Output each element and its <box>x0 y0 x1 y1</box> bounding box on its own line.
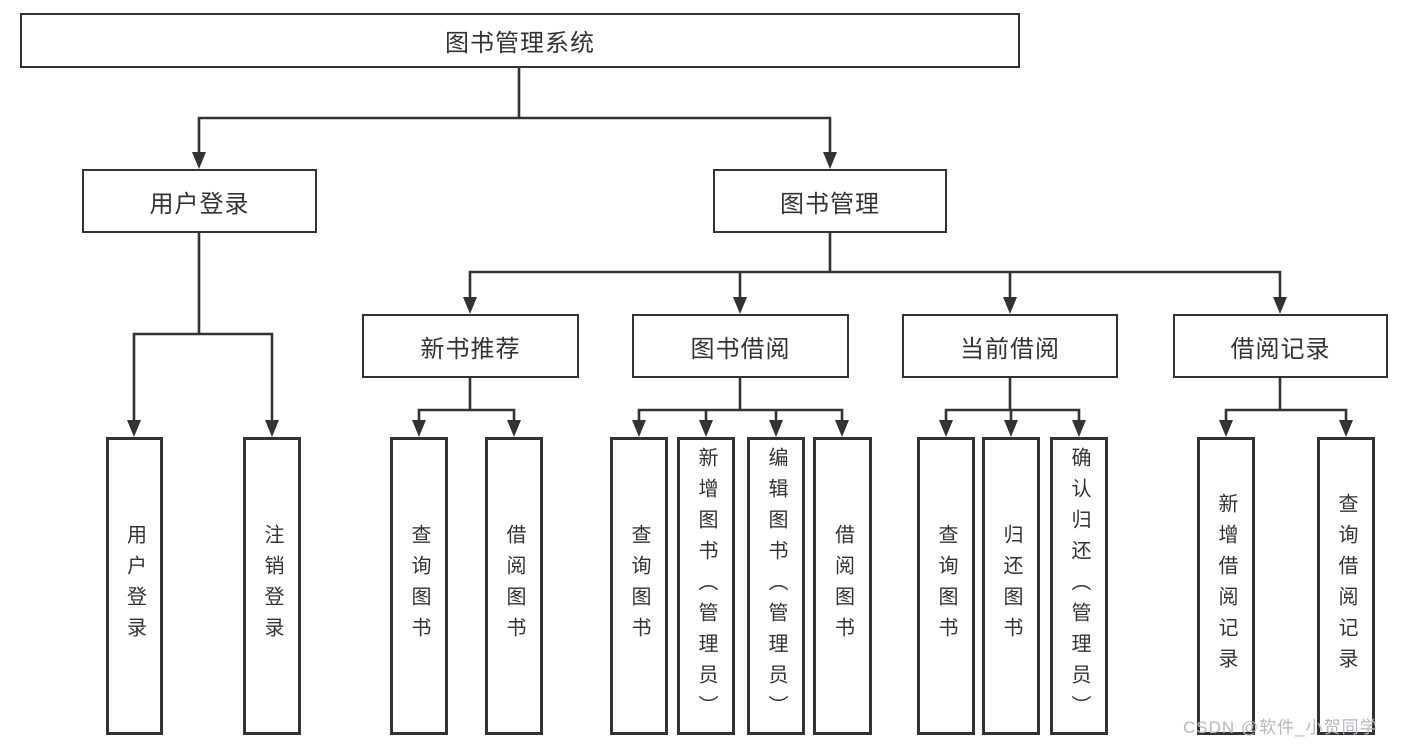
node-library-system: 图书管理系统 <box>20 13 1020 68</box>
leaf-query-books-current-label: 查询图书 <box>935 524 957 648</box>
node-new-book-recommend: 新书推荐 <box>362 314 579 378</box>
leaf-query-books-current: 查询图书 <box>917 437 975 735</box>
leaf-borrow-books-recommend: 借阅图书 <box>485 437 543 735</box>
leaf-query-borrow-record-label: 查询借阅记录 <box>1335 493 1357 679</box>
node-book-borrow: 图书借阅 <box>632 314 849 378</box>
leaf-borrow-books: 借阅图书 <box>813 437 872 735</box>
node-user-login-label: 用户登录 <box>149 190 250 218</box>
leaf-edit-books-admin-label: 编辑图书（管理员） <box>765 446 787 726</box>
leaf-borrow-books-recommend-label: 借阅图书 <box>503 524 525 648</box>
node-book-management: 图书管理 <box>713 169 947 233</box>
connector-path <box>132 64 1348 426</box>
leaf-confirm-return-admin: 确认归还（管理员） <box>1050 437 1108 735</box>
leaf-confirm-return-admin-label: 确认归还（管理员） <box>1068 446 1090 726</box>
node-book-borrow-label: 图书借阅 <box>690 335 791 363</box>
node-borrow-records: 借阅记录 <box>1173 314 1388 378</box>
leaf-logout-label: 注销登录 <box>261 524 283 648</box>
leaf-query-borrow-record: 查询借阅记录 <box>1317 437 1375 735</box>
leaf-add-borrow-record: 新增借阅记录 <box>1197 437 1255 735</box>
leaf-query-books-recommend-label: 查询图书 <box>408 524 430 648</box>
leaf-user-login-label: 用户登录 <box>123 524 146 648</box>
leaf-add-books-admin-label: 新增图书（管理员） <box>695 446 717 726</box>
node-new-book-recommend-label: 新书推荐 <box>420 335 521 363</box>
node-user-login: 用户登录 <box>82 169 317 233</box>
leaf-add-books-admin: 新增图书（管理员） <box>677 437 735 735</box>
leaf-query-books-recommend: 查询图书 <box>390 437 448 735</box>
leaf-add-borrow-record-label: 新增借阅记录 <box>1215 493 1237 679</box>
leaf-borrow-books-label: 借阅图书 <box>831 524 854 648</box>
node-current-borrow: 当前借阅 <box>902 314 1118 378</box>
leaf-query-books-borrow-label: 查询图书 <box>628 524 650 648</box>
leaf-return-books-label: 归还图书 <box>1000 524 1022 648</box>
csdn-watermark: CSDN @软件_小贺同学 <box>1183 718 1378 737</box>
node-book-management-label: 图书管理 <box>780 190 880 218</box>
leaf-query-books-borrow: 查询图书 <box>610 437 668 735</box>
leaf-edit-books-admin: 编辑图书（管理员） <box>747 437 805 735</box>
leaf-user-login: 用户登录 <box>106 437 163 735</box>
node-current-borrow-label: 当前借阅 <box>960 335 1060 363</box>
node-library-system-label: 图书管理系统 <box>445 30 595 57</box>
leaf-return-books: 归还图书 <box>982 437 1040 735</box>
node-borrow-records-label: 借阅记录 <box>1230 335 1331 363</box>
leaf-logout: 注销登录 <box>243 437 301 735</box>
